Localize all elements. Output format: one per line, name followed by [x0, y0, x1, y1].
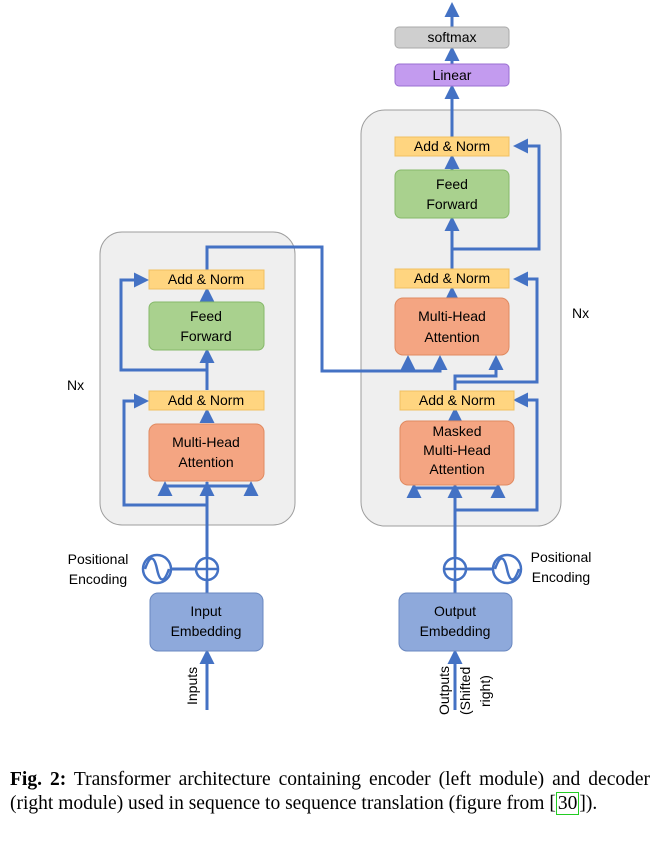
dec-feed-forward-line1: Feed — [436, 176, 468, 192]
enc-attention-line1: Multi-Head — [172, 434, 240, 450]
outputs-label-line3: right) — [477, 675, 493, 707]
inputs-label: Inputs — [184, 667, 200, 705]
caption-text-after-ref: ]). — [579, 793, 598, 814]
dec-feed-forward-box — [394, 169, 510, 219]
enc-add-norm-top: Add & Norm — [168, 271, 244, 287]
enc-add-norm-bottom: Add & Norm — [168, 392, 244, 408]
outputs-label-line2: (Shifted — [457, 667, 473, 715]
linear-label: Linear — [433, 67, 472, 83]
input-embedding-line2: Embedding — [171, 623, 242, 639]
input-embedding-box — [149, 592, 264, 652]
enc-add-norm-top-box — [148, 269, 265, 290]
dec-feed-forward-line2: Forward — [426, 196, 477, 212]
enc-repeat-label: Nx — [67, 377, 84, 393]
softmax-label: softmax — [427, 29, 476, 45]
enc-add-norm-bottom-box — [148, 390, 265, 411]
dec-masked-attention-box — [399, 420, 515, 486]
input-embedding-line1: Input — [190, 603, 221, 619]
dec-attention-box — [394, 297, 510, 356]
figure-caption: Fig. 2: Transformer architecture contain… — [10, 768, 650, 816]
softmax-box — [394, 26, 510, 49]
dec-add-norm-top: Add & Norm — [414, 138, 490, 154]
enc-sine-icon — [141, 553, 173, 585]
enc-add-icon — [194, 556, 220, 582]
cross-in-mid — [408, 355, 448, 373]
enc-attention-box — [148, 423, 265, 482]
enc-pos-enc-line1: Positional — [68, 551, 129, 567]
dec-attention-line2: Attention — [424, 329, 479, 345]
caption-fig-label: Fig. 2: — [10, 769, 67, 790]
enc-residual-1 — [122, 393, 207, 507]
arrows — [119, 2, 541, 710]
dec-sine-icon — [491, 553, 523, 585]
linear-box — [394, 63, 510, 87]
dec-attention-line1: Multi-Head — [418, 308, 486, 324]
dec-pos-enc-line2: Encoding — [532, 569, 590, 585]
outputs-label-line1: Outputs — [436, 666, 452, 715]
enc-feed-forward-line1: Feed — [190, 308, 222, 324]
output-embedding-line2: Embedding — [420, 623, 491, 639]
enc-to-dec-cross — [205, 245, 408, 373]
dec-residual-3 — [452, 138, 541, 251]
enc-pos-enc-line2: Encoding — [69, 571, 127, 587]
dec-masked-line3: Attention — [429, 461, 484, 477]
dec-add-norm-top-box — [394, 136, 510, 157]
dec-add-norm-mid-box — [394, 268, 510, 289]
dec-add-icon — [442, 556, 468, 582]
dec-residual-2 — [455, 271, 539, 384]
enc-feed-forward-box — [148, 301, 265, 351]
dec-repeat-label: Nx — [572, 305, 589, 321]
dec-add-norm-bottom: Add & Norm — [419, 392, 495, 408]
enc-attention-line2: Attention — [178, 454, 233, 470]
dec-pos-enc-line1: Positional — [531, 549, 592, 565]
dec-residual-1 — [455, 392, 539, 512]
caption-citation-link[interactable]: 30 — [555, 792, 580, 815]
enc-feed-forward-line2: Forward — [180, 328, 231, 344]
output-embedding-box — [398, 592, 513, 652]
dec-add-norm-mid: Add & Norm — [414, 270, 490, 286]
caption-text-before-ref: Transformer architecture containing enco… — [10, 769, 650, 814]
enc-residual-2 — [119, 272, 207, 372]
dec-add-norm-bottom-box — [399, 390, 515, 411]
dec-masked-line1: Masked — [432, 423, 481, 439]
output-embedding-line1: Output — [434, 603, 476, 619]
dec-masked-line2: Multi-Head — [423, 442, 491, 458]
